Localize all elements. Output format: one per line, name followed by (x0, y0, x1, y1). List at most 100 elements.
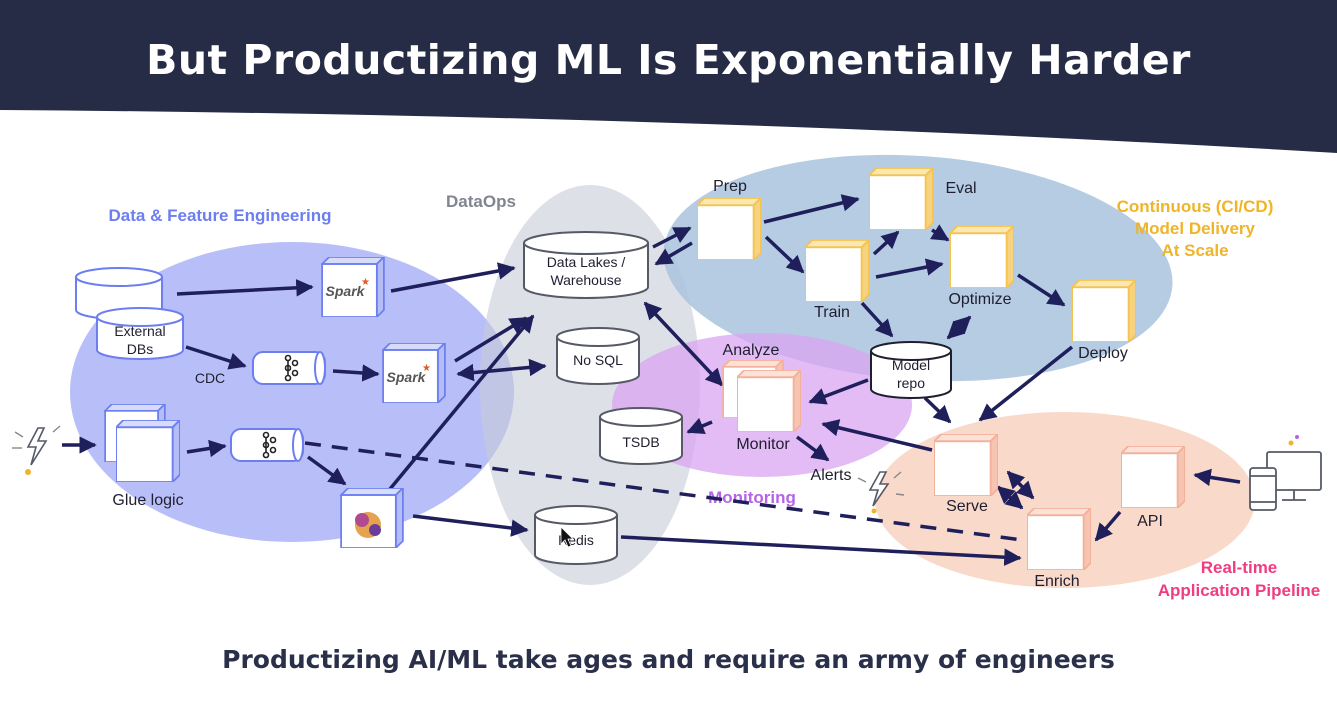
mouse-cursor-icon (560, 526, 574, 548)
region-label-feature-engineering: Data & Feature Engineering (109, 206, 332, 225)
decor-dot-icon (1288, 440, 1294, 446)
arrow-db-to-kafka1 (185, 345, 247, 370)
redis-cylinder: Redis (534, 505, 618, 565)
arrow-redis-to-enrich (620, 535, 1022, 566)
train-node (805, 240, 869, 302)
arrow-prep-to-datalake (654, 241, 693, 266)
arrow-datalake-to-prep (652, 226, 692, 249)
tsdb-label: TSDB (622, 434, 659, 450)
arrow-spark1-to-datalake (390, 262, 516, 293)
prep-label: Prep (713, 178, 747, 195)
api-node (1121, 446, 1185, 508)
analyze-label: Analyze (723, 342, 780, 359)
arrow-db-to-spark1 (176, 279, 314, 297)
spark-node-2: Spark ★ (382, 343, 446, 403)
model-repo-label-line2: repo (897, 375, 925, 391)
slide-title: But Productizing ML Is Exponentially Har… (146, 36, 1191, 84)
region-label-dataops: DataOps (446, 192, 516, 211)
nosql-cylinder: No SQL (556, 327, 640, 385)
region-label-realtime-line1: Real-time (1201, 558, 1278, 577)
optimize-node (950, 226, 1014, 288)
spark-node-1: Spark ★ (321, 257, 385, 317)
decor-dot-icon (1295, 435, 1299, 439)
dashed-kafka-to-enrich (304, 441, 1023, 542)
arrow-serve-to-monitor (821, 419, 933, 452)
arrow-monitor-to-tsdb (686, 417, 713, 435)
arrow-modelrepo-optimize (946, 315, 972, 340)
external-dbs-label-line1: External (114, 323, 165, 339)
model-repo-label-line1: Model (892, 357, 930, 373)
arrow-datalake-analyze (643, 301, 724, 387)
external-dbs-label-line2: DBs (127, 341, 153, 357)
arrow-train-to-optimize (875, 258, 944, 279)
prep-node (697, 198, 761, 260)
data-lakes-label-line1: Data Lakes / (547, 254, 626, 270)
slide-subtitle: Productizing AI/ML take ages and require… (222, 645, 1115, 674)
arrow-device-to-api (1193, 468, 1241, 487)
arrow-serve-enrich-1 (1006, 470, 1035, 500)
arrow-modelrepo-to-serve (923, 396, 952, 424)
spark-icon: Spark (387, 369, 427, 385)
arrow-eval-to-optimize (930, 224, 950, 242)
deploy-node (1072, 280, 1136, 342)
data-lakes-cylinder: Data Lakes / Warehouse (523, 231, 649, 299)
arrow-deploy-to-serve (978, 345, 1074, 422)
enrich-node (1027, 508, 1091, 570)
monitor-label: Monitor (736, 436, 790, 453)
airflow-icon (355, 512, 381, 538)
arrow-optimize-to-deploy (1017, 273, 1066, 307)
spark-star-icon: ★ (422, 363, 431, 374)
arrow-prep-to-train (764, 235, 805, 274)
serve-label: Serve (946, 498, 988, 515)
region-label-cicd-line1: Continuous (CI/CD) (1117, 197, 1274, 216)
serve-node (934, 434, 998, 496)
api-label: API (1137, 513, 1163, 530)
tsdb-cylinder: TSDB (599, 407, 683, 465)
eval-label: Eval (945, 180, 976, 197)
arrow-monitor-to-alerts (795, 435, 830, 462)
arrow-serve-enrich-2 (996, 485, 1024, 510)
model-repo-cylinder: Model repo (870, 341, 952, 399)
kafka-icon (284, 354, 299, 382)
kafka-pill-2 (230, 428, 304, 462)
eval-node (869, 168, 933, 230)
arrow-api-to-enrich (1094, 510, 1122, 542)
arrow-prep-to-eval (763, 194, 860, 224)
arrow-kafka1-to-spark2 (332, 364, 380, 382)
region-label-monitoring: Monitoring (708, 488, 796, 507)
mobile-icon (1249, 467, 1277, 511)
external-dbs-cylinder: External DBs (96, 307, 184, 360)
arrow-spark2-to-datalake (454, 316, 528, 363)
flow-arrows (62, 194, 1241, 566)
arrow-modelrepo-to-monitor (808, 378, 869, 405)
arrow-glue-to-kafka2 (186, 439, 227, 458)
data-lakes-label-line2: Warehouse (550, 272, 621, 288)
deploy-label: Deploy (1078, 345, 1128, 362)
region-label-cicd-line3: At Scale (1161, 241, 1228, 260)
glue-logic-label: Glue logic (112, 492, 183, 509)
kafka-icon (262, 431, 277, 459)
region-label-cicd-line2: Model Delivery (1135, 219, 1256, 238)
enrich-label: Enrich (1034, 573, 1079, 590)
alerts-label: Alerts (811, 467, 852, 484)
cdc-label: CDC (195, 370, 225, 386)
kafka-pill-1 (252, 351, 326, 385)
spark-star-icon: ★ (361, 277, 370, 288)
airflow-node (340, 488, 404, 548)
arrow-train-to-modelrepo (860, 301, 894, 338)
region-label-realtime-line2: Application Pipeline (1158, 581, 1320, 600)
train-label: Train (814, 304, 850, 321)
spark-icon: Spark (326, 283, 366, 299)
arrow-train-to-eval (872, 230, 900, 256)
header-band (0, 0, 1337, 153)
arrow-airflow-to-redis (412, 514, 529, 537)
lightning-icon (12, 425, 61, 475)
arrow-kafka2-to-airflow (306, 455, 347, 486)
arrow-airflow-to-datalake (388, 314, 535, 491)
lightning-icon (857, 471, 905, 514)
nosql-label: No SQL (573, 352, 623, 368)
arrow-spark2-nosql (456, 358, 547, 382)
optimize-label: Optimize (948, 291, 1011, 308)
